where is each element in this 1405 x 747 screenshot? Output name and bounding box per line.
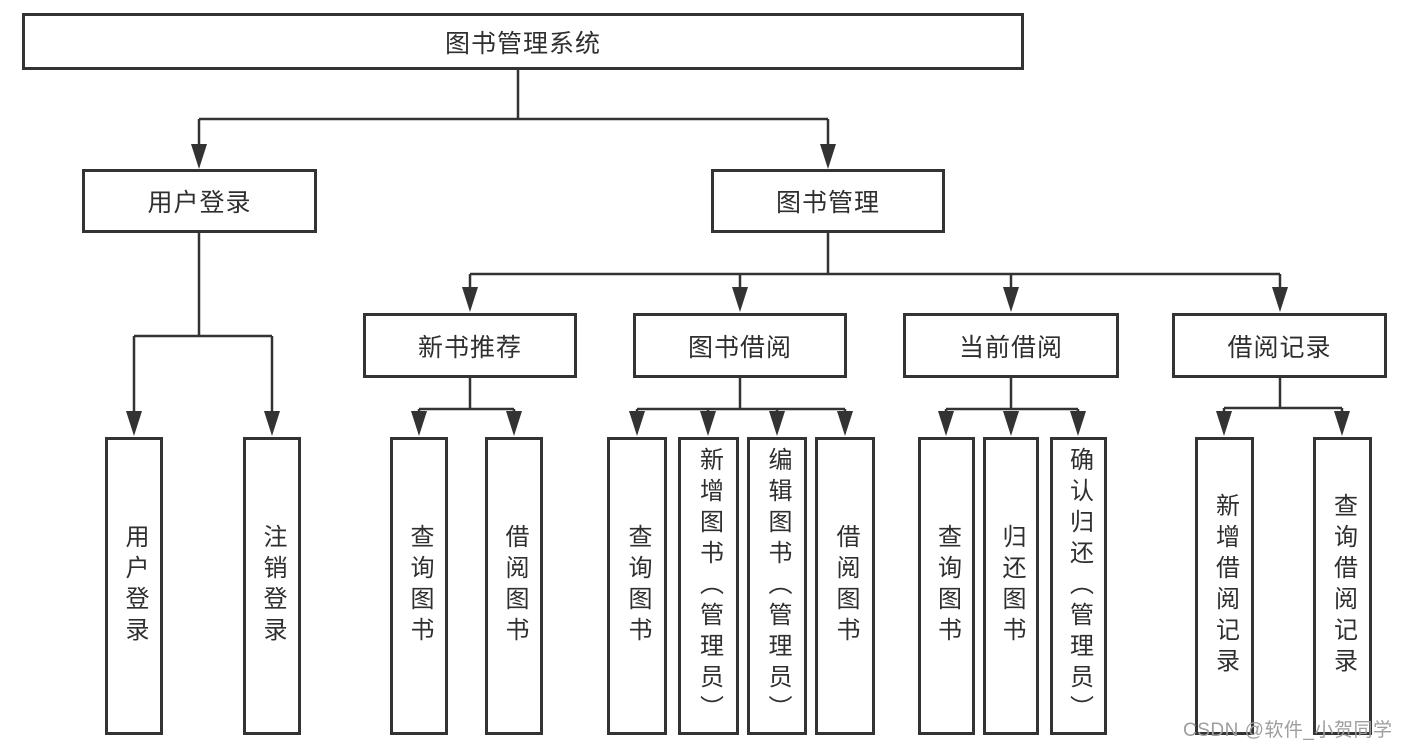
leaf-label: 查询图书 bbox=[624, 524, 651, 648]
leaf-edit-book-admin: 编辑图书（管理员） bbox=[747, 437, 807, 735]
leaf-label: 归还图书 bbox=[998, 524, 1025, 648]
node-book-borrow: 图书借阅 bbox=[633, 313, 847, 378]
csdn-watermark: CSDN @软件_小贺同学 bbox=[1183, 720, 1393, 741]
leaf-confirm-return-admin: 确认归还（管理员） bbox=[1050, 437, 1107, 735]
node-current-borrow: 当前借阅 bbox=[903, 313, 1119, 378]
node-user-login: 用户登录 bbox=[82, 169, 317, 233]
leaf-user-login: 用户登录 bbox=[105, 437, 163, 735]
leaf-logout: 注销登录 bbox=[243, 437, 301, 735]
leaf-query-books-current: 查询图书 bbox=[918, 437, 975, 735]
leaf-label: 查询图书 bbox=[933, 524, 961, 648]
leaf-return-book: 归还图书 bbox=[983, 437, 1039, 735]
node-borrow-records: 借阅记录 bbox=[1172, 313, 1387, 378]
leaf-borrow-books-recommend: 借阅图书 bbox=[485, 437, 543, 735]
leaf-add-borrow-record: 新增借阅记录 bbox=[1195, 437, 1254, 735]
node-book-management: 图书管理 bbox=[711, 169, 945, 233]
arrowheads bbox=[126, 144, 1350, 436]
leaf-add-book-admin: 新增图书（管理员） bbox=[678, 437, 739, 735]
leaf-label: 确认归还（管理员） bbox=[1065, 446, 1093, 726]
leaf-label: 查询借阅记录 bbox=[1329, 493, 1357, 679]
leaf-label: 借阅图书 bbox=[832, 524, 859, 648]
leaf-label: 注销登录 bbox=[259, 524, 286, 648]
leaf-query-books-recommend: 查询图书 bbox=[390, 437, 448, 735]
node-new-book-recommend: 新书推荐 bbox=[363, 313, 577, 378]
leaf-query-books-borrow: 查询图书 bbox=[607, 437, 667, 735]
leaf-query-borrow-record: 查询借阅记录 bbox=[1313, 437, 1372, 735]
leaf-label: 查询图书 bbox=[406, 524, 433, 648]
leaf-label: 编辑图书（管理员） bbox=[764, 446, 791, 726]
leaf-label: 借阅图书 bbox=[501, 524, 528, 648]
leaf-label: 用户登录 bbox=[121, 524, 148, 648]
leaf-label: 新增图书（管理员） bbox=[695, 446, 723, 726]
node-system-root: 图书管理系统 bbox=[22, 13, 1024, 70]
leaf-label: 新增借阅记录 bbox=[1211, 493, 1239, 679]
leaf-borrow-books: 借阅图书 bbox=[815, 437, 875, 735]
